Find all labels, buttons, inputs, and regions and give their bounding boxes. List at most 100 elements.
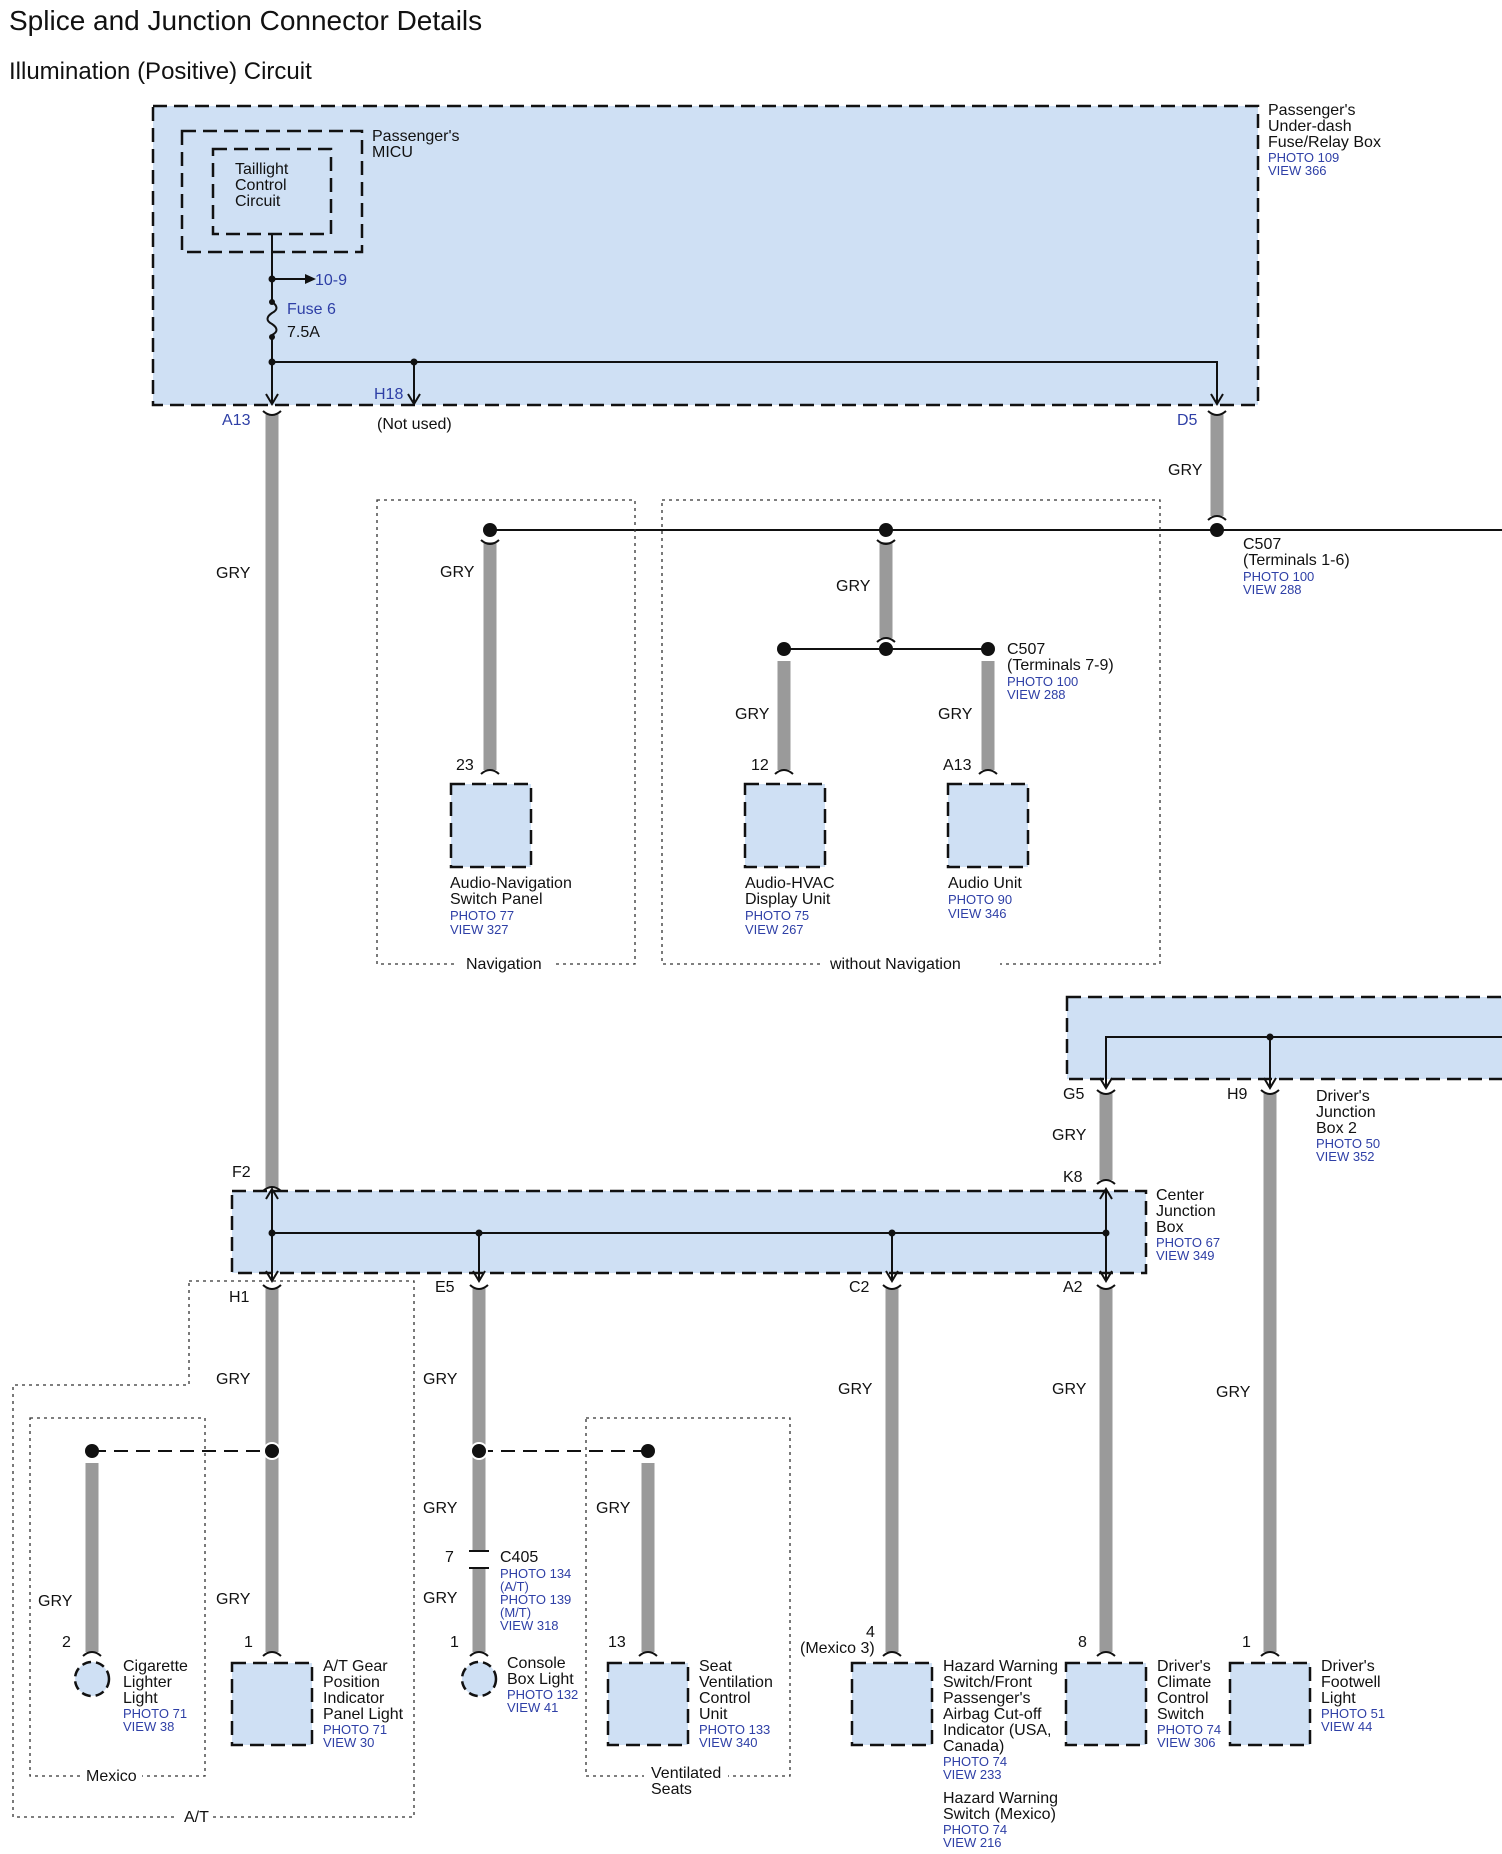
component-pin: 13 [608,1634,626,1651]
arrow-down-icon [1263,1077,1277,1090]
taillight-label: Taillight Control Circuit [235,161,293,210]
pin-a13: A13 [222,412,251,429]
component-photo[interactable]: PHOTO 71 [323,1722,387,1737]
component-view[interactable]: VIEW 44 [1321,1719,1372,1734]
audio-pin: A13 [943,757,972,774]
pin-d5: D5 [1177,412,1198,429]
nav-unit-view[interactable]: VIEW 327 [450,922,509,937]
nav-unit-photo[interactable]: PHOTO 77 [450,908,514,923]
pin-k8: K8 [1063,1169,1083,1186]
arrow-right-icon [305,274,316,284]
nav-unit-label: Audio-Navigation Switch Panel [450,875,576,908]
audio-unit-view[interactable]: VIEW 346 [948,906,1007,921]
component-photo[interactable]: PHOTO 132 [507,1687,578,1702]
c507a-photo[interactable]: PHOTO 100 [1243,569,1314,584]
arrow-down-icon [265,393,279,406]
console-box-light-label: Console Box Light [507,1655,574,1688]
component-photo[interactable]: PHOTO 133 [699,1722,770,1737]
climate-control-switch-label: Driver's Climate Control Switch [1157,1658,1216,1723]
audio-unit [946,782,1030,869]
fuse-box-photo[interactable]: PHOTO 109 [1268,150,1339,165]
fuse-box-label: Passenger's Under-dash Fuse/Relay Box [1268,102,1381,151]
wire-color-label: GRY [1052,1127,1087,1144]
wire-color-label: GRY [1168,462,1203,479]
component-pin: 1 [1242,1634,1251,1651]
wire-color-label: GRY [423,1500,458,1517]
without-navigation-group [661,499,1161,965]
bulb-icon [460,1660,498,1698]
c405-refs[interactable]: PHOTO 134 (A/T) PHOTO 139 (M/T) VIEW 318 [500,1566,575,1633]
c507a-label: C507 (Terminals 1-6) [1243,536,1350,569]
wire-color-label: GRY [440,564,475,581]
djb2-view[interactable]: VIEW 352 [1316,1149,1375,1164]
audio-unit-label: Audio Unit [948,875,1022,892]
fuse-symbol [266,301,278,336]
component-photo[interactable]: PHOTO 74 [943,1822,1007,1837]
component-view[interactable]: VIEW 216 [943,1835,1002,1850]
wire-color-label: GRY [836,578,871,595]
micu-label: Passenger's MICU [372,128,464,161]
c507b-photo[interactable]: PHOTO 100 [1007,674,1078,689]
c507b-view[interactable]: VIEW 288 [1007,687,1066,702]
component-view[interactable]: VIEW 38 [123,1719,174,1734]
component-pin: 1 [450,1634,459,1651]
fuse-name[interactable]: Fuse 6 [287,301,336,318]
arrow-down-icon [1210,393,1224,406]
at-gear-position-indicator-light [230,1661,314,1747]
cjb-photo[interactable]: PHOTO 67 [1156,1235,1220,1250]
wire-color-label: GRY [423,1590,458,1607]
cjb-view[interactable]: VIEW 349 [1156,1248,1215,1263]
wire-color-label: GRY [38,1593,73,1610]
c507a-view[interactable]: VIEW 288 [1243,582,1302,597]
ventilated-seats-group [585,1417,791,1777]
c507b-label: C507 (Terminals 7-9) [1007,641,1114,674]
drivers-climate-control-switch [1064,1661,1148,1747]
wire-color-label: GRY [1216,1384,1251,1401]
audio-unit-photo[interactable]: PHOTO 90 [948,892,1012,907]
pin-e5: E5 [435,1279,455,1296]
arrow-down-icon [407,393,421,406]
cjb-label: Center Junction Box [1156,1187,1220,1236]
wire-color-label: GRY [938,706,973,723]
navigation-group-label: Navigation [466,956,542,973]
mexico-group-label: Mexico [86,1768,137,1785]
component-view[interactable]: VIEW 340 [699,1735,758,1750]
c405-pin: 7 [445,1549,454,1566]
hvac-pin: 12 [751,757,769,774]
at-group [12,1280,415,1818]
not-used-note: (Not used) [377,416,452,433]
component-photo[interactable]: PHOTO 51 [1321,1706,1385,1721]
component-photo[interactable]: PHOTO 74 [1157,1722,1221,1737]
component-pin-note: (Mexico 3) [800,1640,875,1657]
component-view[interactable]: VIEW 41 [507,1700,558,1715]
hvac-unit-photo[interactable]: PHOTO 75 [745,908,809,923]
hazard-warning-switch [850,1661,934,1747]
cigarette-lighter-light-label: Cigarette Lighter Light [123,1658,192,1707]
component-view[interactable]: VIEW 306 [1157,1735,1216,1750]
hvac-unit-view[interactable]: VIEW 267 [745,922,804,937]
component-photo[interactable]: PHOTO 74 [943,1754,1007,1769]
page-title: Splice and Junction Connector Details [9,5,482,36]
component-pin: 4 [866,1624,875,1641]
pin-a2: A2 [1063,1279,1083,1296]
bulb-icon [73,1660,111,1698]
component-view[interactable]: VIEW 30 [323,1735,374,1750]
navigation-group [376,499,636,965]
wire-color-label: GRY [216,565,251,582]
audio-hvac-display-unit [743,782,827,869]
pin-h9: H9 [1227,1086,1248,1103]
c405-name: C405 [500,1549,538,1566]
circuit-ref-link[interactable]: 10-9 [315,272,347,289]
arrow-down-icon [1099,1077,1113,1090]
pin-h1: H1 [229,1289,250,1306]
component-pin: 1 [244,1634,253,1651]
fuse-box-view[interactable]: VIEW 366 [1268,163,1327,178]
pin-c2: C2 [849,1279,870,1296]
component-photo[interactable]: PHOTO 71 [123,1706,187,1721]
djb2-photo[interactable]: PHOTO 50 [1316,1136,1380,1151]
component-view[interactable]: VIEW 233 [943,1767,1002,1782]
hvac-unit-label: Audio-HVAC Display Unit [745,875,839,908]
footwell-light-label: Driver's Footwell Light [1321,1658,1385,1707]
ventilated-seats-label: Ventilated Seats [651,1765,726,1798]
